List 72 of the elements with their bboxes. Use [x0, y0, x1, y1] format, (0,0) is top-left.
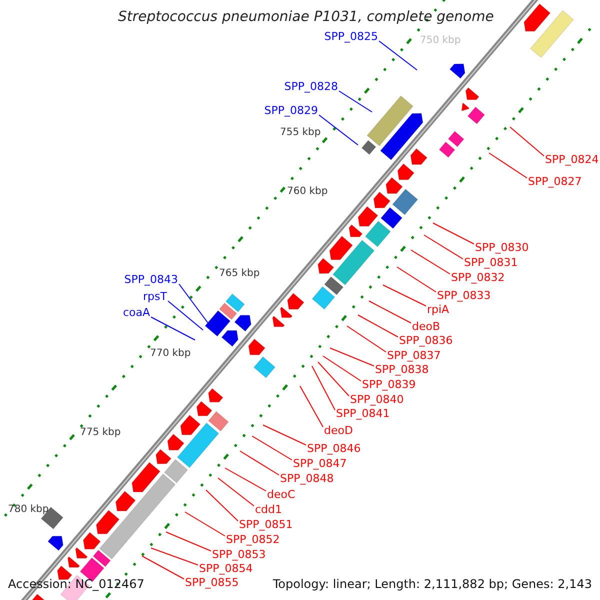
scale-label: 780 kbp [8, 503, 49, 517]
gene-label: SPP_0840 [350, 393, 404, 407]
leader-line [240, 450, 280, 476]
title: Streptococcus pneumoniae P1031, complete genome [118, 10, 494, 24]
gene-label: deoD [324, 424, 353, 438]
gene-label: SPP_0853 [212, 548, 266, 562]
genome-info-text: Topology: linear; Length: 2,111,882 bp; Genes: 2,143 [272, 577, 592, 591]
leader-line [396, 266, 436, 292]
gene-label: SPP_0836 [399, 334, 453, 348]
leader-line [142, 556, 184, 580]
leader-line [224, 468, 266, 492]
leader-line [312, 366, 336, 410]
accession-text: Accession: NC_012467 [8, 577, 144, 591]
leader-line [178, 284, 208, 324]
leader-line [168, 300, 204, 330]
gene-label: SPP_0824 [545, 153, 599, 167]
gene-label: cdd1 [255, 503, 282, 517]
gene-label: deoB [412, 320, 440, 334]
gene-label: SPP_0830 [475, 241, 529, 255]
leader-line [432, 222, 474, 244]
gene-label: SPP_0825 [324, 30, 378, 44]
scale-label: 775 kbp [80, 426, 121, 440]
gene-label: SPP_0843 [124, 273, 178, 287]
gene-label: rpsT [143, 290, 167, 304]
leader-line [510, 126, 544, 156]
scale-label: 755 kbp [280, 126, 321, 140]
gene-label: SPP_0839 [362, 378, 416, 392]
gene-label: SPP_0828 [284, 80, 338, 94]
gene-label: SPP_0832 [451, 271, 505, 285]
leader-line [368, 300, 412, 324]
leader-line [166, 532, 212, 552]
gene-label: coaA [122, 306, 150, 320]
gene-label: SPP_0851 [239, 518, 293, 532]
leader-line [184, 512, 226, 536]
leader-line [424, 234, 464, 260]
leader-line [382, 284, 426, 306]
leader-line [318, 114, 358, 146]
leader-line [378, 40, 418, 70]
gene-label: SPP_0847 [293, 457, 347, 471]
scale-label: 765 kbp [219, 267, 260, 281]
leader-line [218, 478, 254, 506]
leader-line [346, 326, 386, 352]
gene-label: SPP_0841 [336, 407, 390, 421]
gene-label: rpiA [427, 303, 450, 317]
leader-line [410, 250, 450, 274]
gene-label: SPP_0846 [307, 442, 361, 456]
leader-line [488, 152, 528, 178]
gene-label: SPP_0837 [387, 349, 441, 363]
scale-label: 760 kbp [287, 185, 328, 199]
leader-line [318, 362, 350, 396]
leader-line [262, 424, 306, 446]
gene-label: SPP_0848 [280, 472, 334, 486]
gene-label: SPP_0827 [528, 175, 582, 189]
gene-label: SPP_0833 [437, 289, 491, 303]
leader-line [206, 490, 238, 522]
leader-line [322, 356, 362, 382]
gene-label: SPP_0838 [375, 363, 429, 377]
leader-line [252, 436, 292, 460]
gene-label: SPP_0852 [226, 533, 280, 547]
leader-line [358, 314, 398, 338]
gene-label: SPP_0855 [185, 576, 239, 590]
gene-label: SPP_0854 [199, 562, 253, 576]
scale-label: 770 kbp [150, 347, 191, 361]
leader-line [150, 548, 198, 566]
gene-label: SPP_0831 [464, 256, 518, 270]
gene-label: SPP_0829 [264, 104, 318, 118]
leader-line [150, 316, 196, 340]
scale-label: 750 kbp [420, 34, 461, 48]
gene-label: deoC [267, 488, 296, 502]
leader-line [338, 90, 372, 112]
leader-line [330, 348, 374, 366]
leader-line [300, 386, 324, 428]
